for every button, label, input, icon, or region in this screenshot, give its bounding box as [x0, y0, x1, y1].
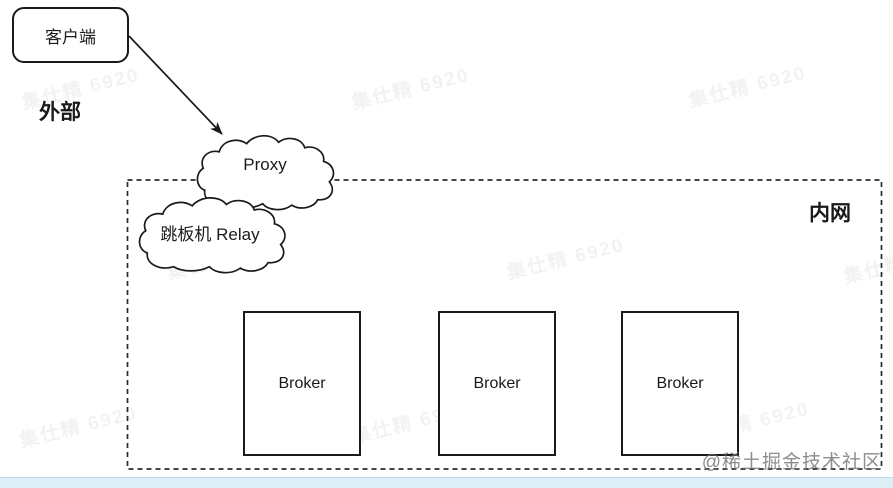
site-credit-watermark: @稀土掘金技术社区: [701, 452, 882, 473]
proxy-cloud-shape: [197, 136, 333, 210]
broker-node-3: Broker: [621, 311, 739, 456]
external-zone-label: 外部: [39, 101, 81, 124]
proxy-cloud-label: Proxy: [243, 155, 287, 174]
client-node: 客户端: [12, 7, 129, 63]
bottom-page-strip: [0, 477, 893, 488]
broker-node-label: Broker: [473, 374, 521, 392]
client-to-proxy-arrow: [128, 35, 223, 135]
relay-cloud-shape: [140, 198, 285, 273]
internal-zone-label: 内网: [809, 202, 851, 225]
relay-cloud-label: 跳板机 Relay: [160, 225, 260, 244]
client-node-label: 客户端: [45, 27, 96, 47]
broker-node-2: Broker: [438, 311, 556, 456]
broker-node-label: Broker: [656, 374, 704, 392]
broker-node-label: Broker: [278, 374, 326, 392]
broker-node-1: Broker: [243, 311, 361, 456]
